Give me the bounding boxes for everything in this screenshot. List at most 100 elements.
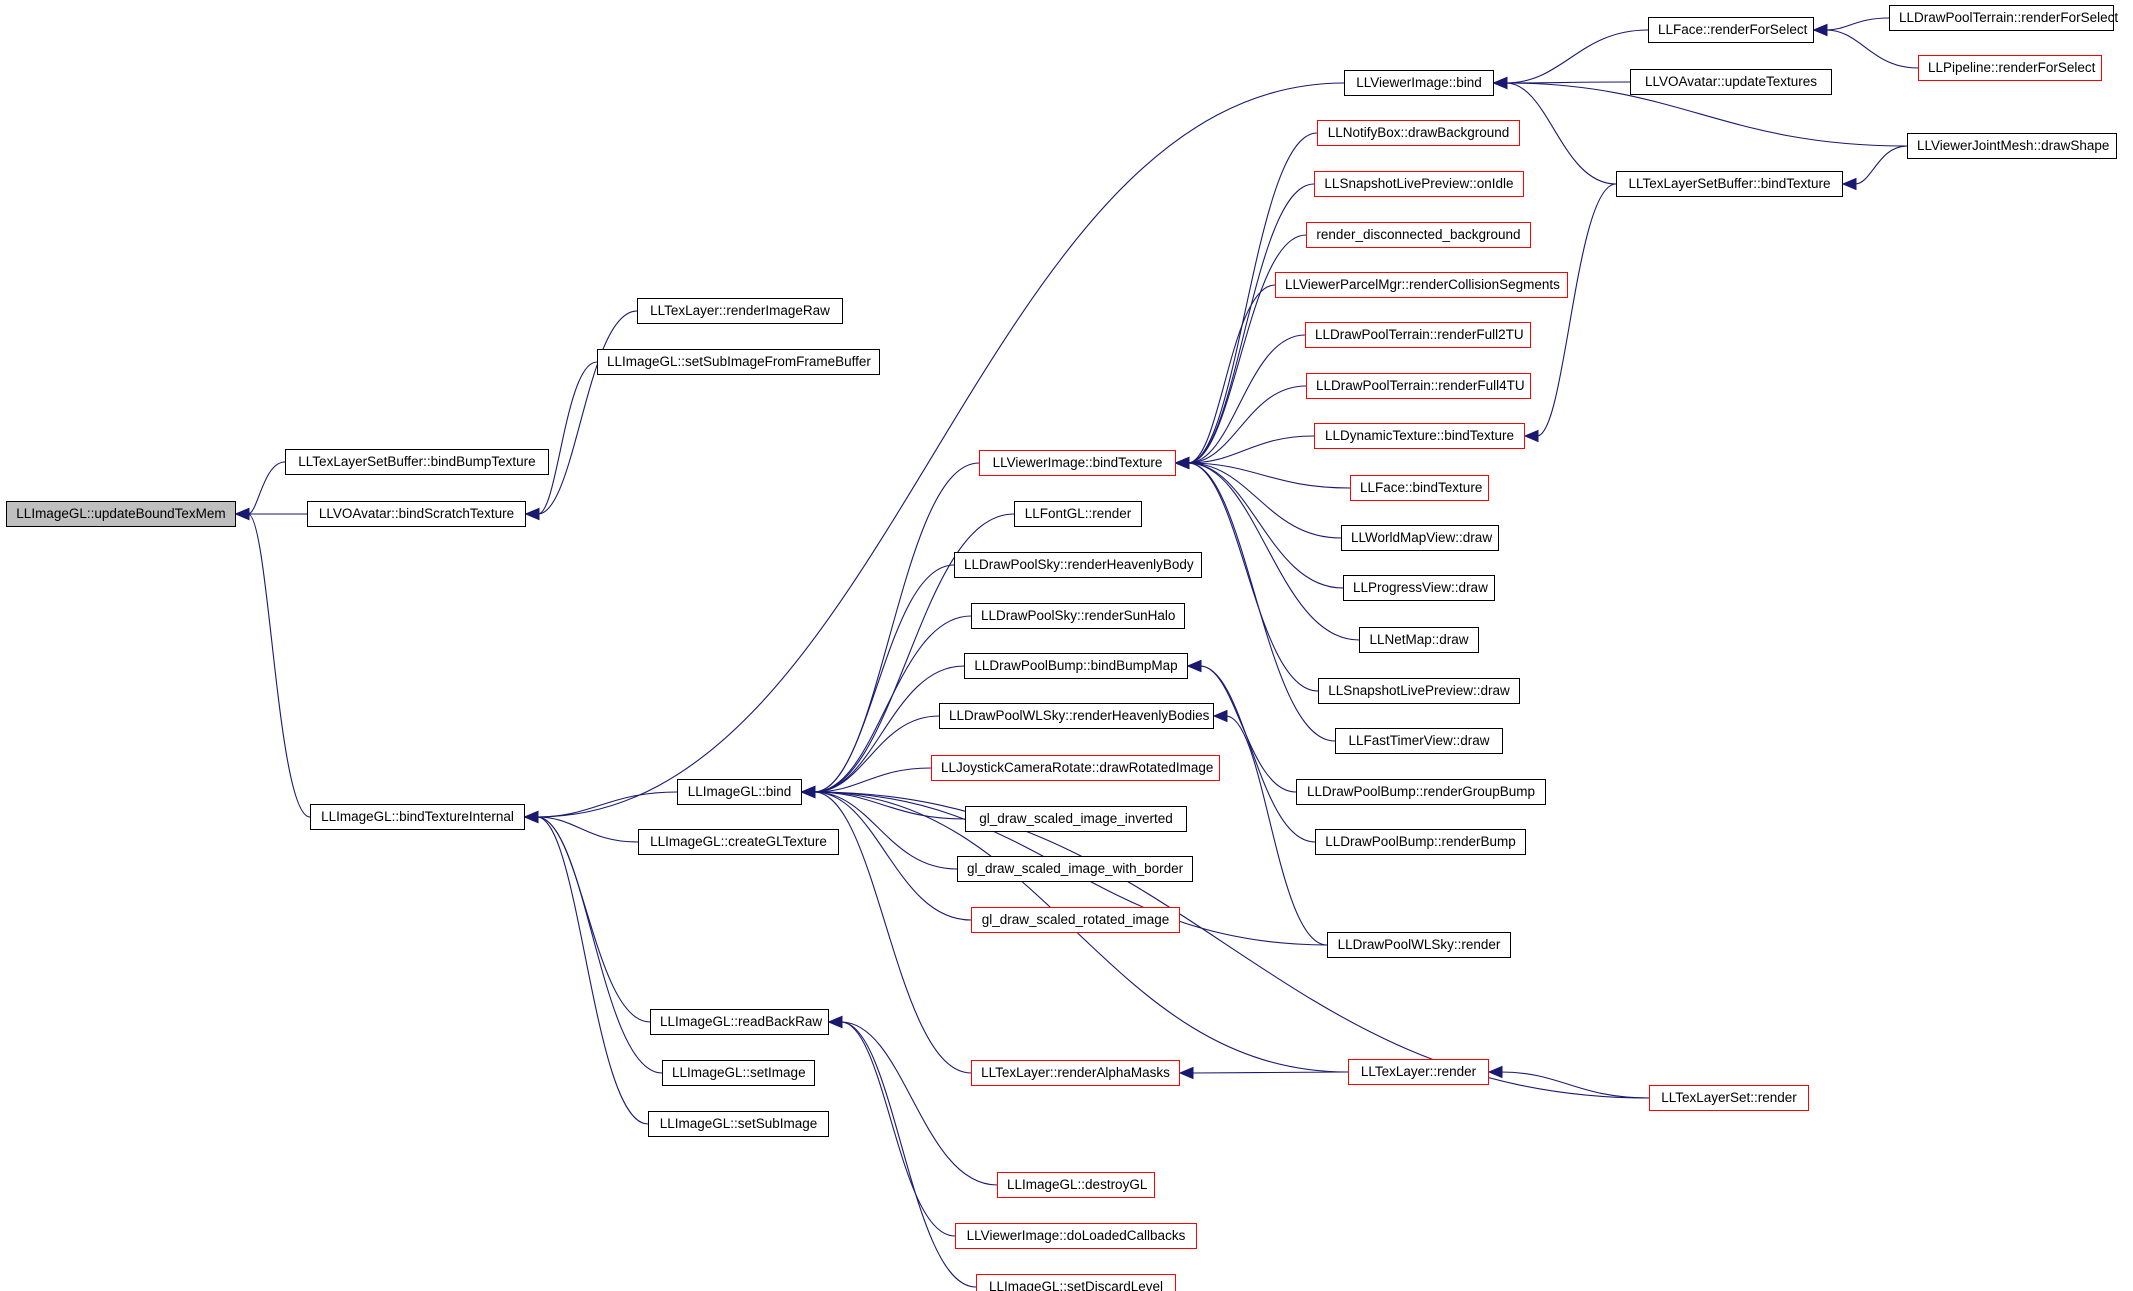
graph-node-destroyGL[interactable]: LLImageGL::destroyGL — [997, 1172, 1155, 1198]
graph-edge-renderSunHalo-to-glBind — [813, 615, 972, 793]
graph-edge-rotatedImage-to-glBind — [813, 791, 972, 921]
graph-node-renderGroupBump[interactable]: LLDrawPoolBump::renderGroupBump — [1296, 779, 1546, 805]
graph-edge-progressDraw-to-viBindTexture — [1187, 462, 1344, 589]
edge-arrowhead — [1212, 709, 1228, 723]
graph-node-updateTextures[interactable]: LLVOAvatar::updateTextures — [1630, 69, 1832, 95]
graph-node-setSubImage[interactable]: LLImageGL::setSubImage — [648, 1111, 829, 1137]
graph-node-bindBumpTexture[interactable]: LLTexLayerSetBuffer::bindBumpTexture — [285, 449, 549, 475]
graph-edge-renderBump-to-bindBumpMap — [1199, 665, 1316, 843]
graph-edge-dynBindTexture-to-viBindTexture — [1187, 435, 1315, 464]
edge-arrowhead — [1523, 429, 1539, 443]
graph-node-setDiscardLevel[interactable]: LLImageGL::setDiscardLevel — [976, 1274, 1176, 1291]
edge-arrowhead — [800, 785, 816, 799]
graph-edge-texLayerSetRender-to-glBind — [813, 791, 1650, 1099]
edge-arrowhead — [524, 507, 540, 521]
graph-node-createGLTexture[interactable]: LLImageGL::createGLTexture — [638, 829, 839, 855]
graph-edge-renderHeavenlyBodies-to-glBind — [813, 715, 940, 793]
graph-node-bindScratchTexture[interactable]: LLVOAvatar::bindScratchTexture — [307, 501, 526, 527]
graph-edge-faceRenderForSelect-to-viBind — [1505, 29, 1649, 84]
graph-node-bindTextureInternal[interactable]: LLImageGL::bindTextureInternal — [310, 804, 525, 830]
graph-edge-bindBumpTexture-to-updateBoundTexMem — [247, 461, 286, 515]
graph-node-viBindTexture[interactable]: LLViewerImage::bindTexture — [979, 450, 1176, 476]
graph-edge-renderCollisionSegments-to-viBindTexture — [1187, 284, 1276, 464]
graph-edge-bindTextureInternal-to-updateBoundTexMem — [247, 513, 311, 818]
graph-edge-drawBackground-to-viBindTexture — [1187, 132, 1318, 464]
graph-node-drawRotatedImage[interactable]: LLJoystickCameraRotate::drawRotatedImage — [931, 755, 1220, 781]
graph-node-rotatedImage[interactable]: gl_draw_scaled_rotated_image — [971, 907, 1180, 933]
graph-edge-pipelineRenderForSelect-to-faceRenderForSelect — [1825, 29, 1919, 69]
graph-node-drawBackground[interactable]: LLNotifyBox::drawBackground — [1317, 120, 1520, 146]
edge-arrowhead — [1492, 76, 1508, 90]
graph-node-faceBindTexture[interactable]: LLFace::bindTexture — [1350, 475, 1489, 501]
graph-node-fastTimerDraw[interactable]: LLFastTimerView::draw — [1335, 728, 1503, 754]
graph-node-progressDraw[interactable]: LLProgressView::draw — [1343, 575, 1495, 601]
graph-edge-setDiscardLevel-to-readBackRaw — [840, 1021, 977, 1288]
graph-node-drawShape[interactable]: LLViewerJointMesh::drawShape — [1907, 133, 2117, 159]
graph-node-glBind[interactable]: LLImageGL::bind — [677, 779, 802, 805]
graph-node-withBorder[interactable]: gl_draw_scaled_image_with_border — [957, 856, 1193, 882]
graph-node-wlskyRender[interactable]: LLDrawPoolWLSky::render — [1327, 932, 1511, 958]
graph-node-terrainRenderForSelect[interactable]: LLDrawPoolTerrain::renderForSelect — [1889, 5, 2118, 31]
graph-node-viBind[interactable]: LLViewerImage::bind — [1344, 70, 1494, 96]
graph-node-worldMapDraw[interactable]: LLWorldMapView::draw — [1341, 525, 1499, 551]
graph-node-dynBindTexture[interactable]: LLDynamicTexture::bindTexture — [1314, 423, 1525, 449]
graph-edge-tlsbBindTexture-to-viBind — [1505, 82, 1617, 185]
graph-node-pipelineRenderForSelect[interactable]: LLPipeline::renderForSelect — [1918, 55, 2102, 81]
graph-edge-doLoadedCallbacks-to-readBackRaw — [840, 1021, 956, 1237]
graph-edge-viBind-to-bindTextureInternal — [536, 82, 1345, 818]
graph-edge-drawRotatedImage-to-glBind — [813, 767, 932, 793]
graph-edge-viBindTexture-to-glBind — [813, 462, 980, 793]
graph-edge-renderImageRaw-to-bindScratchTexture — [537, 310, 638, 515]
graph-node-renderDisconnected[interactable]: render_disconnected_background — [1306, 222, 1531, 248]
graph-node-updateBoundTexMem[interactable]: LLImageGL::updateBoundTexMem — [6, 501, 236, 527]
graph-edge-readBackRaw-to-bindTextureInternal — [536, 816, 651, 1023]
graph-edge-snapshotDraw-to-viBindTexture — [1187, 462, 1319, 692]
graph-edge-wlskyRender-to-renderHeavenlyBodies — [1225, 715, 1328, 946]
graph-edge-renderAlphaMasks-to-glBind — [813, 791, 972, 1074]
graph-edge-setImage-to-bindTextureInternal — [536, 816, 663, 1074]
graph-node-renderHeavenlyBodies[interactable]: LLDrawPoolWLSky::renderHeavenlyBodies — [939, 703, 1214, 729]
graph-edge-onIdle-to-viBindTexture — [1187, 183, 1315, 464]
edge-arrowhead — [1186, 659, 1202, 673]
edge-arrowhead — [1812, 23, 1828, 37]
graph-node-setSubImageFromFrameBuffer[interactable]: LLImageGL::setSubImageFromFrameBuffer — [597, 349, 880, 375]
graph-edge-fastTimerDraw-to-viBindTexture — [1187, 462, 1336, 742]
graph-node-fontRender[interactable]: LLFontGL::render — [1014, 501, 1142, 527]
graph-node-doLoadedCallbacks[interactable]: LLViewerImage::doLoadedCallbacks — [955, 1223, 1197, 1249]
graph-node-inverted[interactable]: gl_draw_scaled_image_inverted — [965, 806, 1187, 832]
graph-edge-createGLTexture-to-bindTextureInternal — [536, 816, 639, 843]
graph-edge-texLayerRender-to-renderAlphaMasks — [1191, 1071, 1349, 1074]
graph-node-netMapDraw[interactable]: LLNetMap::draw — [1359, 627, 1479, 653]
graph-node-snapshotDraw[interactable]: LLSnapshotLivePreview::draw — [1318, 678, 1520, 704]
graph-edge-renderDisconnected-to-viBindTexture — [1187, 234, 1307, 464]
edge-arrowhead — [234, 507, 250, 521]
graph-edge-setSubImage-to-bindTextureInternal — [536, 816, 649, 1125]
graph-node-texLayerRender[interactable]: LLTexLayer::render — [1348, 1059, 1489, 1085]
graph-node-setImage[interactable]: LLImageGL::setImage — [662, 1060, 815, 1086]
graph-node-renderSunHalo[interactable]: LLDrawPoolSky::renderSunHalo — [971, 603, 1185, 629]
graph-edge-drawShape-to-viBind — [1505, 82, 1908, 147]
graph-edge-renderHeavenlyBody-to-glBind — [813, 564, 955, 793]
graph-edge-destroyGL-to-readBackRaw — [840, 1021, 998, 1186]
graph-edge-drawShape-to-tlsbBindTexture — [1854, 145, 1908, 185]
graph-node-renderHeavenlyBody[interactable]: LLDrawPoolSky::renderHeavenlyBody — [954, 552, 1202, 578]
graph-node-renderCollisionSegments[interactable]: LLViewerParcelMgr::renderCollisionSegmen… — [1275, 272, 1568, 298]
graph-edge-withBorder-to-glBind — [813, 791, 958, 870]
graph-node-renderImageRaw[interactable]: LLTexLayer::renderImageRaw — [637, 298, 843, 324]
graph-node-renderFull4TU[interactable]: LLDrawPoolTerrain::renderFull4TU — [1306, 373, 1531, 399]
graph-node-faceRenderForSelect[interactable]: LLFace::renderForSelect — [1648, 17, 1814, 43]
graph-node-tlsbBindTexture[interactable]: LLTexLayerSetBuffer::bindTexture — [1616, 171, 1843, 197]
edge-arrowhead — [1178, 1066, 1194, 1080]
graph-node-readBackRaw[interactable]: LLImageGL::readBackRaw — [650, 1009, 829, 1035]
graph-node-renderAlphaMasks[interactable]: LLTexLayer::renderAlphaMasks — [971, 1060, 1180, 1086]
graph-edge-terrainRenderForSelect-to-faceRenderForSelect — [1825, 17, 1890, 31]
graph-node-bindBumpMap[interactable]: LLDrawPoolBump::bindBumpMap — [964, 653, 1188, 679]
graph-node-renderBump[interactable]: LLDrawPoolBump::renderBump — [1315, 829, 1526, 855]
graph-node-renderFull2TU[interactable]: LLDrawPoolTerrain::renderFull2TU — [1305, 322, 1531, 348]
graph-node-texLayerSetRender[interactable]: LLTexLayerSet::render — [1649, 1085, 1809, 1111]
edge-arrowhead — [827, 1015, 843, 1029]
graph-node-onIdle[interactable]: LLSnapshotLivePreview::onIdle — [1314, 171, 1524, 197]
graph-edge-tlsbBindTexture-to-dynBindTexture — [1536, 183, 1617, 437]
